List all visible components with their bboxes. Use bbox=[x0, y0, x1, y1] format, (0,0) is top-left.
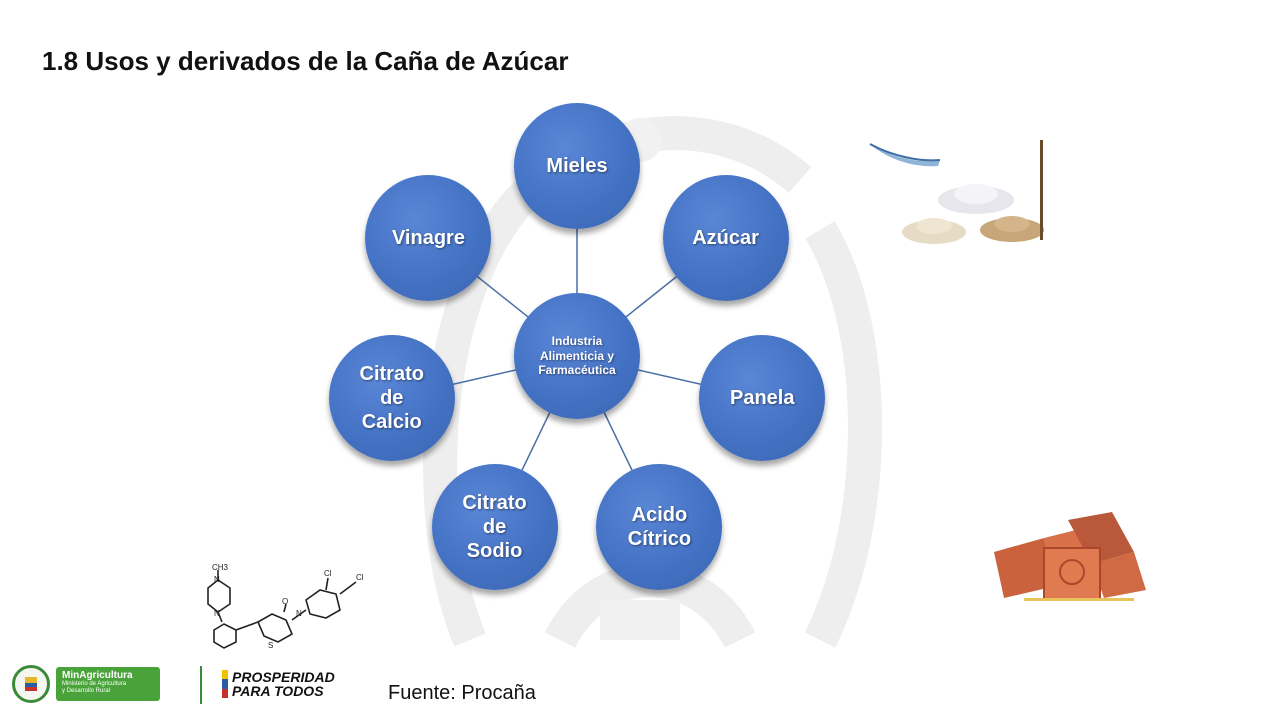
molecule-label: O bbox=[282, 597, 288, 606]
molecule-label: S bbox=[268, 641, 273, 650]
molecule-label: Cl bbox=[356, 573, 364, 582]
center-node-label: Industria Alimenticia y Farmacéutica bbox=[538, 334, 616, 378]
minagricultura-badge: MinAgricultura Ministerio de Agricultura… bbox=[56, 667, 160, 701]
node-mieles: Mieles bbox=[514, 103, 640, 229]
node-acido-citrico: Acido Cítrico bbox=[596, 464, 723, 591]
node-label: Panela bbox=[729, 387, 795, 410]
minagri-subtitle: Ministerio de Agricultura y Desarrollo R… bbox=[62, 681, 127, 694]
node-azucar: Azúcar bbox=[662, 174, 789, 301]
sugar-piles-image bbox=[869, 140, 1044, 244]
node-label: Mieles bbox=[546, 155, 608, 177]
molecule-structure-image: CH3 N N S O N Cl Cl bbox=[207, 563, 364, 650]
node-label: Citrato de Sodio bbox=[462, 492, 527, 563]
node-label: Citrato de Calcio bbox=[359, 363, 424, 434]
prosperidad-line1: PROSPERIDAD bbox=[232, 669, 335, 685]
prosperidad-line2: PARA TODOS bbox=[232, 683, 324, 699]
colombia-seal-icon bbox=[12, 665, 50, 703]
source-note: Fuente: Procaña bbox=[388, 682, 536, 704]
node-panela: Panela bbox=[699, 335, 826, 462]
molecule-label: N bbox=[214, 575, 220, 584]
node-vinagre: Vinagre bbox=[365, 174, 492, 301]
molecule-label: CH3 bbox=[212, 563, 229, 572]
colombia-flag-icon bbox=[222, 670, 228, 698]
molecule-label: N bbox=[214, 609, 220, 618]
molecule-label: N bbox=[296, 609, 302, 618]
node-label: Azúcar bbox=[692, 226, 759, 249]
molecule-label: Cl bbox=[324, 569, 332, 578]
minagri-title: MinAgricultura bbox=[62, 670, 133, 681]
minagricultura-logo: MinAgricultura Ministerio de Agricultura… bbox=[12, 664, 172, 704]
panela-blocks-image bbox=[994, 512, 1146, 601]
footer-divider bbox=[200, 666, 202, 704]
center-node-industria: Industria Alimenticia y Farmacéutica bbox=[514, 293, 640, 419]
node-citrato-sodio: Citrato de Sodio bbox=[431, 464, 558, 591]
prosperidad-logo: PROSPERIDAD PARA TODOS bbox=[222, 670, 335, 698]
node-label: Acido Cítrico bbox=[627, 504, 692, 551]
slide-title: 1.8 Usos y derivados de la Caña de Azúca… bbox=[42, 46, 569, 76]
node-citrato-calcio: Citrato de Calcio bbox=[328, 335, 455, 462]
node-label: Vinagre bbox=[391, 226, 465, 249]
